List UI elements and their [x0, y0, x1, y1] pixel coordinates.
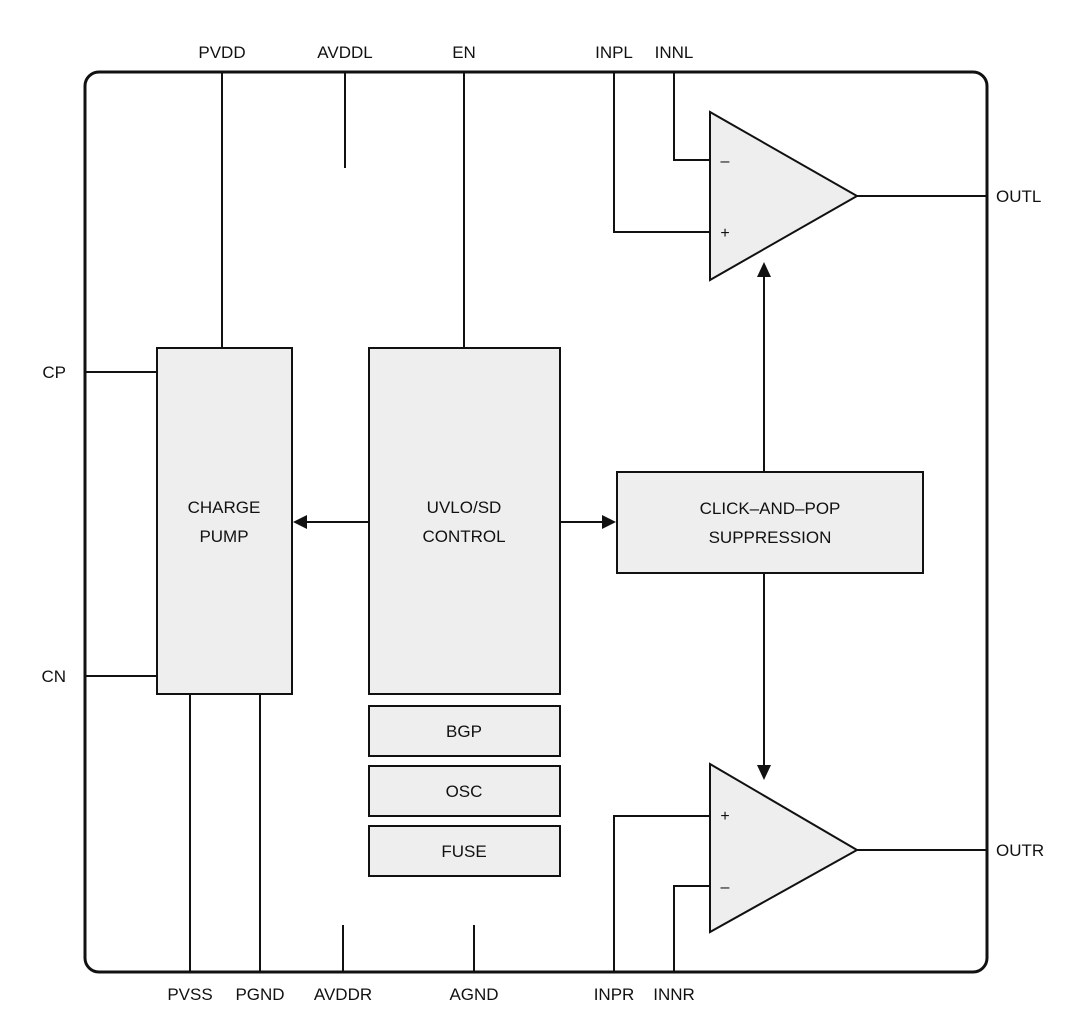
click-pop-block: [616, 471, 924, 574]
pin-inpl: INPL: [595, 43, 633, 62]
chip-outline: [83, 70, 989, 974]
charge-pump-block: [156, 347, 293, 695]
pin-cn: CN: [41, 667, 66, 686]
pin-outl: OUTL: [996, 187, 1041, 206]
charge-pump-label-line2: PUMP: [199, 527, 248, 546]
uvlo-sd-label-line1: UVLO/SD: [427, 498, 502, 517]
pin-innr: INNR: [653, 985, 695, 1004]
left-amp-noninverting-sign: +: [720, 225, 729, 242]
uvlo-sd-label-line2: CONTROL: [422, 527, 505, 546]
clickpop-to-right-amp-arrowhead: [757, 765, 771, 780]
bgp-label: BGP: [446, 722, 482, 741]
inpl-wire: [613, 72, 710, 233]
control-to-pump-arrowhead: [293, 515, 307, 529]
osc-block: [368, 765, 561, 817]
pin-innl: INNL: [655, 43, 694, 62]
right-amplifier: [709, 762, 860, 934]
inpr-wire: [613, 815, 710, 972]
left-amplifier: [709, 110, 860, 282]
bgp-block: [368, 705, 561, 757]
osc-label: OSC: [446, 782, 483, 801]
pin-pvss: PVSS: [167, 985, 212, 1004]
click-pop-label-line1: CLICK–AND–POP: [700, 499, 841, 518]
pin-avddl: AVDDL: [317, 43, 372, 62]
pin-pgnd: PGND: [235, 985, 284, 1004]
pin-avddr: AVDDR: [314, 985, 372, 1004]
pin-inpr: INPR: [594, 985, 635, 1004]
left-amp-inverting-sign: –: [721, 153, 730, 170]
fuse-label: FUSE: [441, 842, 486, 861]
right-amp-noninverting-sign: +: [720, 808, 729, 825]
fuse-block: [368, 825, 561, 877]
pin-en: EN: [452, 43, 476, 62]
clickpop-to-left-amp-arrowhead: [757, 262, 771, 277]
pin-agnd: AGND: [449, 985, 498, 1004]
control-to-clickpop-arrowhead: [602, 515, 616, 529]
click-pop-label-line2: SUPPRESSION: [709, 528, 832, 547]
right-amp-inverting-sign: –: [721, 879, 730, 896]
innr-wire: [673, 885, 710, 972]
innl-wire: [673, 72, 710, 161]
pin-outr: OUTR: [996, 841, 1044, 860]
charge-pump-label-line1: CHARGE: [188, 498, 261, 517]
pin-cp: CP: [42, 363, 66, 382]
uvlo-sd-control-block: [368, 347, 561, 695]
pin-pvdd: PVDD: [198, 43, 245, 62]
